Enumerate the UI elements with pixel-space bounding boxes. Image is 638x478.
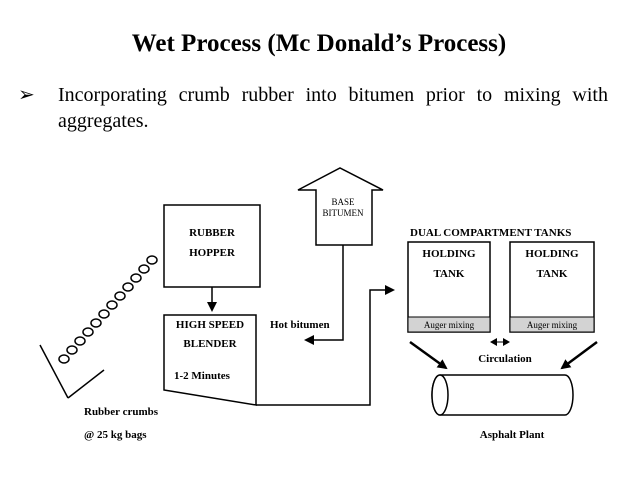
holding-tank-left-label-2: TANK (434, 268, 465, 280)
rubber-crumbs-label: Rubber crumbs (84, 406, 159, 418)
auger-right-band (509, 316, 595, 333)
dual-tanks-title: DUAL COMPARTMENT TANKS (410, 227, 571, 239)
blender-label-2: BLENDER (183, 338, 237, 350)
rubber-hopper-label-2: HOPPER (189, 247, 236, 259)
blend-time-label: 1-2 Minutes (174, 370, 231, 382)
left-tank-to-plant-arrow (409, 340, 448, 370)
bullet-text: Incorporating crumb rubber into bitumen … (58, 84, 608, 132)
auger-left-band (407, 316, 491, 333)
conveyor-arm-1 (39, 344, 69, 399)
rubber-crumbs-conveyor (58, 255, 158, 364)
blender-to-tanks-arrow (256, 285, 395, 406)
circulation-label: Circulation (478, 353, 532, 365)
circulation-arrowheads (490, 338, 510, 346)
holding-tank-left-label-1: HOLDING (422, 248, 476, 260)
conveyor-arm-2 (67, 369, 105, 399)
blender-label-1: HIGH SPEED (176, 319, 244, 331)
right-tank-to-plant-arrow (560, 340, 598, 370)
asphalt-plant-label: Asphalt Plant (480, 429, 545, 441)
auger-right-label: Auger mixing (527, 320, 578, 330)
slide-title: Wet Process (Mc Donald’s Process) (131, 30, 507, 57)
arrow-bullet-icon: ➢ (18, 84, 35, 106)
asphalt-plant-cylinder (431, 374, 574, 416)
holding-tank-right-label-1: HOLDING (525, 248, 579, 260)
asphalt-plant-cylinder-end (431, 374, 449, 416)
base-bitumen-house (297, 167, 384, 246)
rubber-hopper-box (163, 204, 261, 288)
hot-bitumen-label: Hot bitumen (270, 319, 330, 331)
holding-tank-right-label-2: TANK (537, 268, 568, 280)
rubber-hopper-label-1: RUBBER (189, 227, 236, 239)
bags-label: @ 25 kg bags (84, 429, 147, 441)
hot-bitumen-line (304, 245, 344, 345)
base-bitumen-label-1: BASE (331, 197, 355, 207)
auger-left-label: Auger mixing (424, 320, 475, 330)
base-bitumen-label-2: BITUMEN (323, 208, 364, 218)
